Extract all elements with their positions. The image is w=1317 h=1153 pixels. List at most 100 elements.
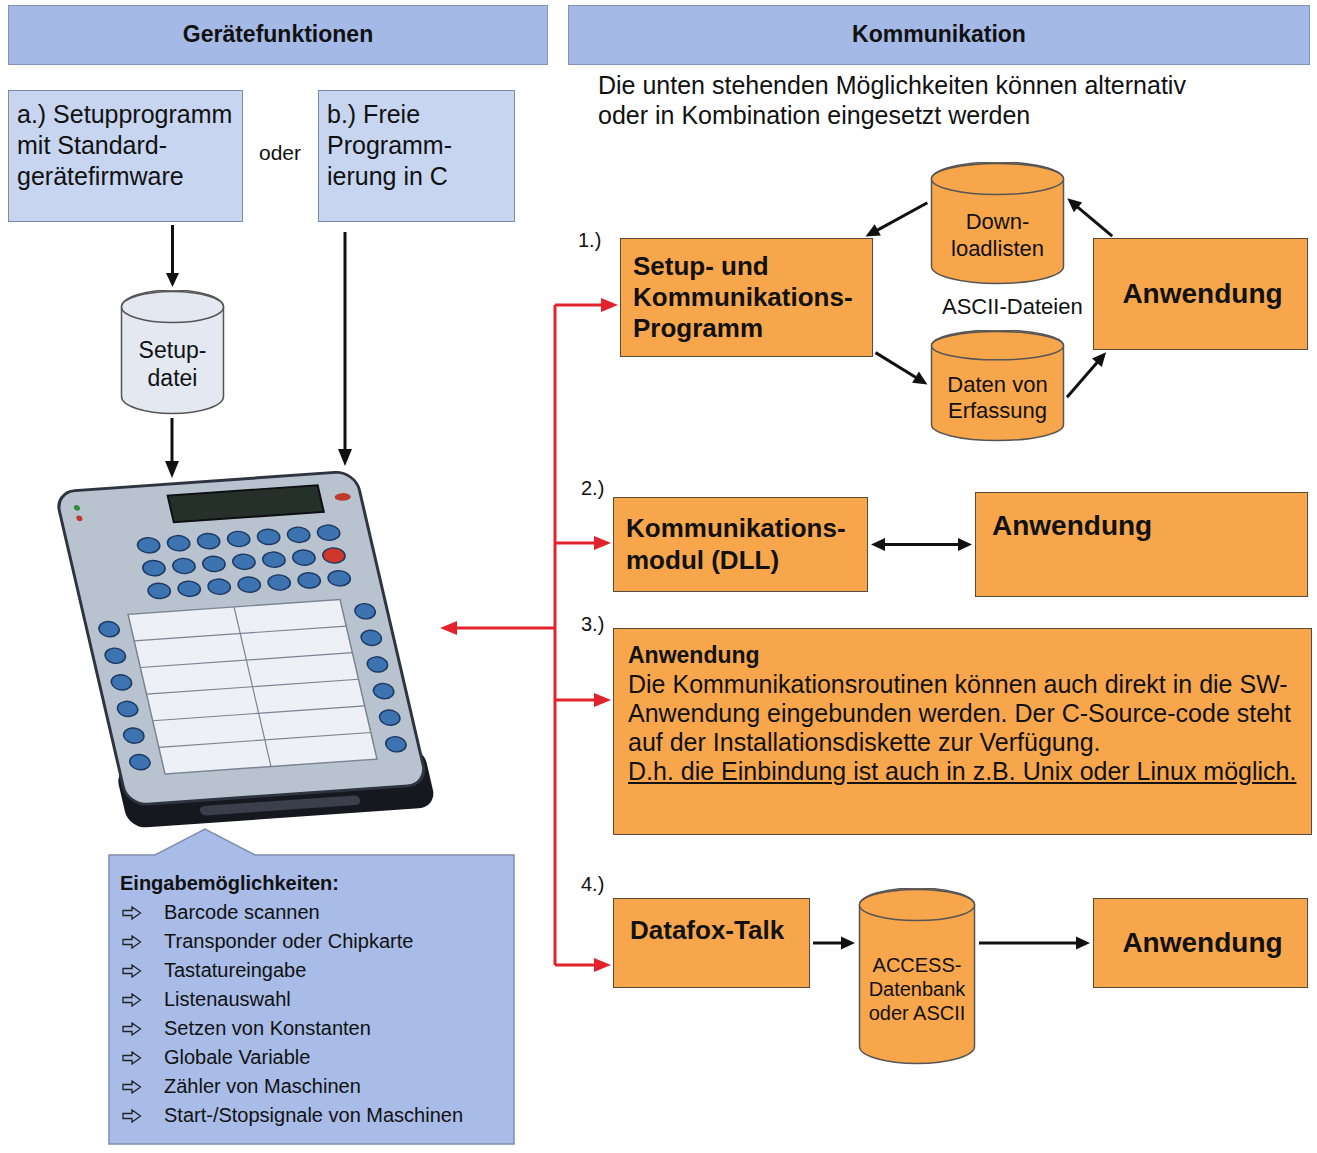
box-note: D.h. die Einbindung ist auch in z.B. Uni… [628, 757, 1307, 786]
bus-line [555, 699, 596, 702]
arrowhead [841, 937, 855, 950]
box-text: Daten von Erfassung [934, 372, 1061, 425]
application-box: Anwendung [975, 492, 1308, 597]
arrowhead [601, 298, 618, 312]
cylinder-body [122, 290, 224, 414]
connector [813, 937, 855, 950]
column-header: Kommunikation [568, 5, 1310, 65]
list-item: Zähler von Maschinen [120, 1072, 505, 1101]
connector-line [883, 543, 960, 546]
cylinder-top [860, 890, 975, 921]
list-item: Barcode scannen [120, 898, 505, 927]
key [286, 526, 312, 543]
connector [166, 225, 179, 287]
key [372, 683, 396, 700]
device-display [168, 485, 324, 522]
key [116, 701, 140, 718]
box-text: Gerätefunktionen [183, 21, 373, 49]
connector-line [876, 353, 918, 379]
connector [866, 203, 928, 237]
column-header: Gerätefunktionen [8, 5, 548, 65]
terminal-device [51, 471, 437, 829]
connector-line [979, 942, 1078, 945]
list-text: Start-/Stopsignale von Maschinen [164, 1101, 463, 1130]
option-box: b.) Freie Programm- ierung in C [318, 90, 515, 222]
list-arrow [123, 965, 141, 977]
key [136, 537, 162, 554]
device-body [55, 471, 428, 806]
list-arrow-icon [122, 1109, 142, 1123]
connector-line [1076, 206, 1112, 236]
list-item: Setzen von Konstanten [120, 1014, 505, 1043]
list-arrow [123, 1052, 141, 1064]
connector [876, 353, 928, 385]
connector [1067, 198, 1112, 236]
callout-number: 2.) [581, 476, 604, 500]
box-text: Kommunikation [852, 21, 1026, 49]
list-arrow [123, 1110, 141, 1122]
key [196, 533, 222, 550]
callout-number: 3.) [581, 612, 604, 636]
key [366, 656, 390, 673]
bus-line [554, 305, 557, 965]
list-item: Start-/Stopsignale von Maschinen [120, 1101, 505, 1130]
cylinder-top [122, 292, 224, 323]
connector [871, 538, 972, 551]
box-text: Kommunikations- modul (DLL) [626, 513, 859, 575]
group-label: ASCII-Dateien [940, 294, 1085, 320]
cylinder-shape [858, 888, 976, 1065]
list-arrow [123, 936, 141, 948]
arrow-line [344, 232, 347, 450]
cylinder-top [932, 164, 1064, 195]
cylinder-body [932, 330, 1064, 441]
key [256, 529, 282, 546]
key [122, 727, 146, 744]
list-arrow-icon [122, 1022, 142, 1036]
option-box: a.) Setupprogramm mit Standard- gerätefi… [8, 90, 243, 222]
box-text: Die Kommunikationsroutinen können auch d… [628, 670, 1307, 757]
box-text: a.) Setupprogramm mit Standard- gerätefi… [17, 99, 238, 192]
list-arrow [123, 1081, 141, 1093]
arrowhead [1076, 937, 1090, 950]
key [201, 556, 227, 573]
arrowhead [166, 273, 179, 287]
callout-number: 1.) [578, 228, 601, 252]
program-box: Setup- und Kommunikations- Programm [620, 238, 873, 357]
box-text: ACCESS- Datenbank oder ASCII [862, 953, 972, 1025]
application-box: Anwendung [1093, 898, 1308, 988]
list-text: Zähler von Maschinen [164, 1072, 361, 1101]
list-arrow-icon [122, 906, 142, 920]
connector [979, 937, 1090, 950]
key [378, 709, 402, 726]
list-item: Tastatureingabe [120, 956, 505, 985]
arrowhead [1092, 352, 1106, 367]
bus-line [555, 304, 602, 307]
bus-line [555, 542, 596, 545]
list-arrow [123, 1023, 141, 1035]
list-text: Transponder oder Chipkarte [164, 927, 413, 956]
arrowhead [594, 958, 611, 972]
key [110, 674, 134, 691]
list-text: Barcode scannen [164, 898, 320, 927]
list-arrow-icon [122, 993, 142, 1007]
key [291, 549, 317, 566]
connector-word: oder [259, 140, 301, 165]
bus-line [555, 964, 596, 967]
panel-lines [128, 599, 377, 773]
connector-line [813, 942, 843, 945]
callout-heading: Eingabemöglichkeiten: [120, 869, 505, 898]
list-item: Globale Variable [120, 1043, 505, 1072]
file-cylinder: Daten von Erfassung [930, 330, 1065, 442]
list-arrow [123, 994, 141, 1006]
application-box: AnwendungDie Kommunikationsroutinen könn… [613, 628, 1312, 835]
connector-line [876, 203, 927, 231]
arrowhead [594, 693, 611, 707]
key [97, 621, 121, 638]
key [236, 576, 262, 593]
key [146, 583, 172, 600]
list-text: Setzen von Konstanten [164, 1014, 371, 1043]
module-box: Kommunikations- modul (DLL) [613, 497, 868, 592]
key [384, 736, 408, 753]
program-box: Datafox-Talk [613, 898, 810, 988]
arrowhead [338, 449, 352, 466]
